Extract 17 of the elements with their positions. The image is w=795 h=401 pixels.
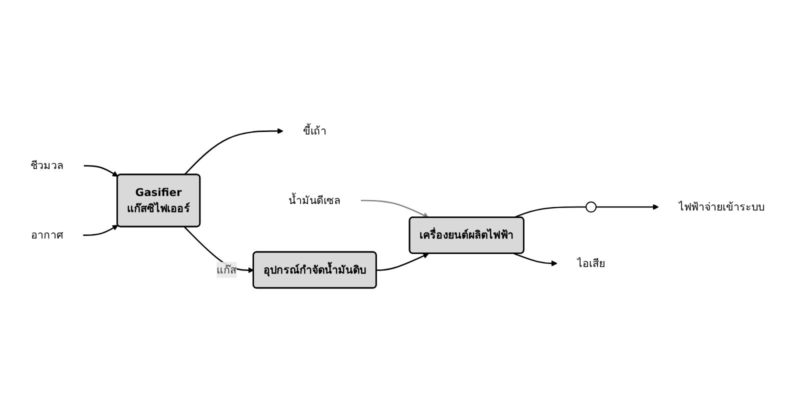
- arrow: [376, 253, 429, 271]
- edge-label: แก๊ส: [216, 263, 237, 276]
- node-text: ขี้เถ้า: [303, 124, 326, 138]
- node-circle: [586, 202, 597, 213]
- arrow: [514, 252, 558, 266]
- node-text: ไอเสีย: [577, 256, 606, 270]
- node-text: น้ำมันดีเซล: [288, 194, 341, 207]
- node-text: ชีวมวล: [30, 159, 64, 172]
- arrow: [83, 225, 118, 236]
- connector: [514, 206, 586, 218]
- arrow: [596, 204, 659, 210]
- node-text: ไฟฟ้าจ่ายเข้าระบบ: [678, 200, 765, 214]
- node-text: อากาศ: [31, 228, 64, 242]
- arrow: [84, 165, 118, 177]
- arrow: [184, 226, 254, 274]
- arrow: [184, 128, 284, 176]
- arrow: [360, 200, 429, 218]
